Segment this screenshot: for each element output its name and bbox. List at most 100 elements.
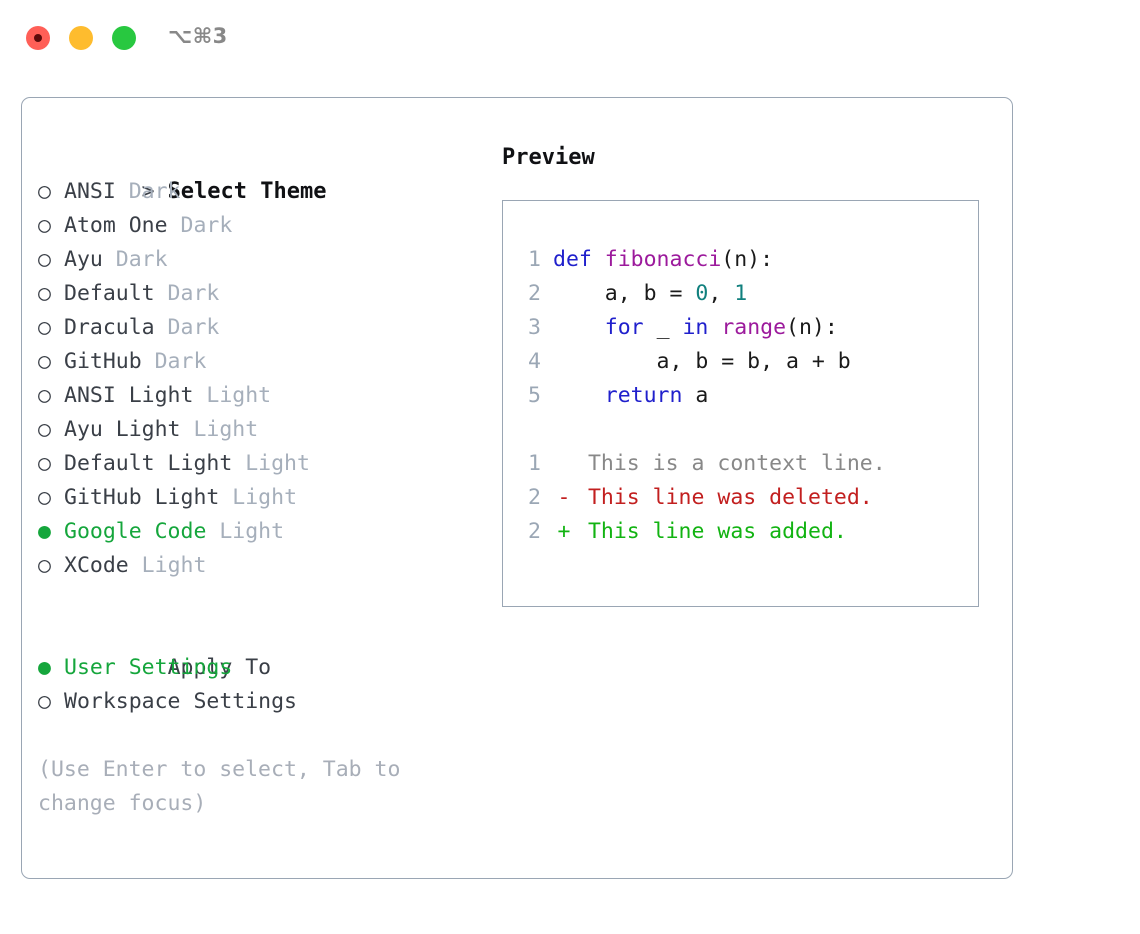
close-button[interactable] bbox=[26, 26, 50, 50]
theme-name-label: Ayu Light bbox=[64, 417, 181, 442]
radio-unselected-icon: ○ bbox=[38, 349, 51, 374]
section-spacer bbox=[38, 583, 488, 617]
theme-name-label: Google Code bbox=[64, 519, 207, 544]
theme-name-label: GitHub bbox=[64, 349, 142, 374]
theme-name-label: Default bbox=[64, 281, 155, 306]
code-token: in bbox=[682, 315, 709, 340]
radio-unselected-icon: ○ bbox=[38, 383, 51, 408]
theme-list-item[interactable]: ○ Atom One Dark bbox=[38, 209, 488, 243]
apply-to-label: Apply To bbox=[167, 655, 272, 680]
radio-selected-icon: ● bbox=[38, 655, 51, 680]
code-token: 0 bbox=[695, 281, 709, 306]
theme-variant-badge: Dark bbox=[167, 213, 233, 238]
diff-text: This line was deleted. bbox=[575, 485, 873, 510]
code-token: (n): bbox=[721, 247, 774, 272]
theme-variant-badge: Light bbox=[206, 519, 285, 544]
radio-unselected-icon: ○ bbox=[38, 485, 51, 510]
theme-variant-badge: Dark bbox=[115, 179, 181, 204]
code-token: a, b = bbox=[553, 281, 696, 306]
theme-name-label: Atom One bbox=[64, 213, 168, 238]
theme-list-item[interactable]: ○XCode Light bbox=[38, 549, 488, 583]
keyboard-shortcut-label: ⌥⌘3 bbox=[168, 24, 228, 48]
maximize-button[interactable] bbox=[112, 26, 136, 50]
code-token: a bbox=[682, 383, 709, 408]
radio-unselected-icon: ○ bbox=[38, 213, 51, 238]
theme-variant-badge: Light bbox=[232, 451, 310, 476]
diff-sign: + bbox=[557, 519, 571, 544]
theme-list-item[interactable]: ○ANSI Dark bbox=[38, 175, 488, 209]
apply-to-heading: ○Apply To bbox=[38, 617, 488, 680]
theme-name-label: Ayu bbox=[64, 247, 103, 272]
radio-unselected-icon: ○ bbox=[38, 689, 51, 714]
diff-line-number: 1 bbox=[528, 451, 541, 476]
theme-list-item[interactable]: ● Google Code Light bbox=[38, 515, 488, 549]
theme-list-item[interactable]: ○GitHub Light Light bbox=[38, 481, 488, 515]
radio-unselected-icon: ○ bbox=[38, 179, 51, 204]
code-token: fibonacci bbox=[604, 247, 722, 272]
keyboard-hint: (Use Enter to select, Tab to change focu… bbox=[38, 757, 414, 816]
code-line: 4 a, b = b, a + b bbox=[515, 345, 851, 379]
theme-variant-badge: Dark bbox=[141, 349, 207, 374]
apply-to-option-label: Workspace Settings bbox=[64, 689, 297, 714]
code-token bbox=[553, 383, 605, 408]
code-line-number: 5 bbox=[528, 383, 541, 408]
diff-sign: - bbox=[557, 485, 571, 510]
theme-list-item[interactable]: ○ Ayu Light Light bbox=[38, 413, 488, 447]
code-line-number: 1 bbox=[528, 247, 541, 272]
diff-line: 2- This line was deleted. bbox=[515, 481, 886, 515]
diff-line-number: 2 bbox=[528, 485, 541, 510]
code-token: , bbox=[708, 281, 735, 306]
theme-name-label: XCode bbox=[64, 553, 129, 578]
radio-unselected-icon: ○ bbox=[38, 281, 51, 306]
theme-name-label: GitHub Light bbox=[64, 485, 220, 510]
theme-list-item[interactable]: ○ GitHub Dark bbox=[38, 345, 488, 379]
prompt-caret-icon: > bbox=[141, 179, 155, 204]
radio-selected-icon: ● bbox=[38, 519, 51, 544]
apply-to-option[interactable]: ○ Workspace Settings bbox=[38, 685, 488, 719]
theme-name-label: Dracula bbox=[64, 315, 155, 340]
code-token bbox=[553, 315, 605, 340]
main-panel: >Select Theme ○ANSI Dark○Atom One Dark○A… bbox=[21, 97, 1013, 879]
theme-selection-column: >Select Theme ○ANSI Dark○Atom One Dark○A… bbox=[38, 141, 488, 821]
theme-variant-badge: Dark bbox=[154, 281, 220, 306]
theme-list-item[interactable]: ○ANSI Light Light bbox=[38, 379, 488, 413]
code-token bbox=[708, 315, 721, 340]
apply-to-list: ● User Settings ○ Workspace Settings bbox=[38, 651, 488, 719]
theme-list-item[interactable]: ○Default Light Light bbox=[38, 447, 488, 481]
radio-unselected-icon: ○ bbox=[38, 247, 51, 272]
apply-to-option[interactable]: ● User Settings bbox=[38, 651, 488, 685]
theme-variant-badge: Dark bbox=[102, 247, 168, 272]
page-title: Select Theme bbox=[167, 179, 327, 204]
diff-line-number: 2 bbox=[528, 519, 541, 544]
theme-list-item[interactable]: ○ Dracula Dark bbox=[38, 311, 488, 345]
code-line-number: 4 bbox=[528, 349, 541, 374]
diff-sign bbox=[553, 447, 575, 481]
theme-list-item[interactable]: ○ Default Dark bbox=[38, 277, 488, 311]
code-token: (n): bbox=[786, 315, 838, 340]
code-token: for bbox=[604, 315, 644, 340]
code-token: _ bbox=[643, 315, 683, 340]
theme-variant-badge: Light bbox=[180, 417, 259, 442]
hint-spacer bbox=[38, 719, 488, 753]
radio-unselected-icon: ○ bbox=[38, 417, 51, 442]
diff-sample: 1 This is a context line.2- This line wa… bbox=[515, 447, 886, 549]
theme-variant-badge: Dark bbox=[154, 315, 220, 340]
diff-text: This line was added. bbox=[575, 519, 847, 544]
radio-unselected-icon: ○ bbox=[38, 315, 51, 340]
diff-line: 1 This is a context line. bbox=[515, 447, 886, 481]
diff-line: 2 + This line was added. bbox=[515, 515, 886, 549]
theme-name-label: Default Light bbox=[64, 451, 233, 476]
diff-text: This is a context line. bbox=[575, 451, 886, 476]
minimize-button[interactable] bbox=[69, 26, 93, 50]
code-line-number: 3 bbox=[528, 315, 541, 340]
theme-name-label: ANSI Light bbox=[64, 383, 194, 408]
code-line: 5 return a bbox=[515, 379, 851, 413]
theme-list-item[interactable]: ○ Ayu Dark bbox=[38, 243, 488, 277]
apply-to-option-label: User Settings bbox=[64, 655, 233, 680]
code-token: range bbox=[721, 315, 787, 340]
code-line: 3 for _ in range(n): bbox=[515, 311, 851, 345]
code-line-number: 2 bbox=[528, 281, 541, 306]
